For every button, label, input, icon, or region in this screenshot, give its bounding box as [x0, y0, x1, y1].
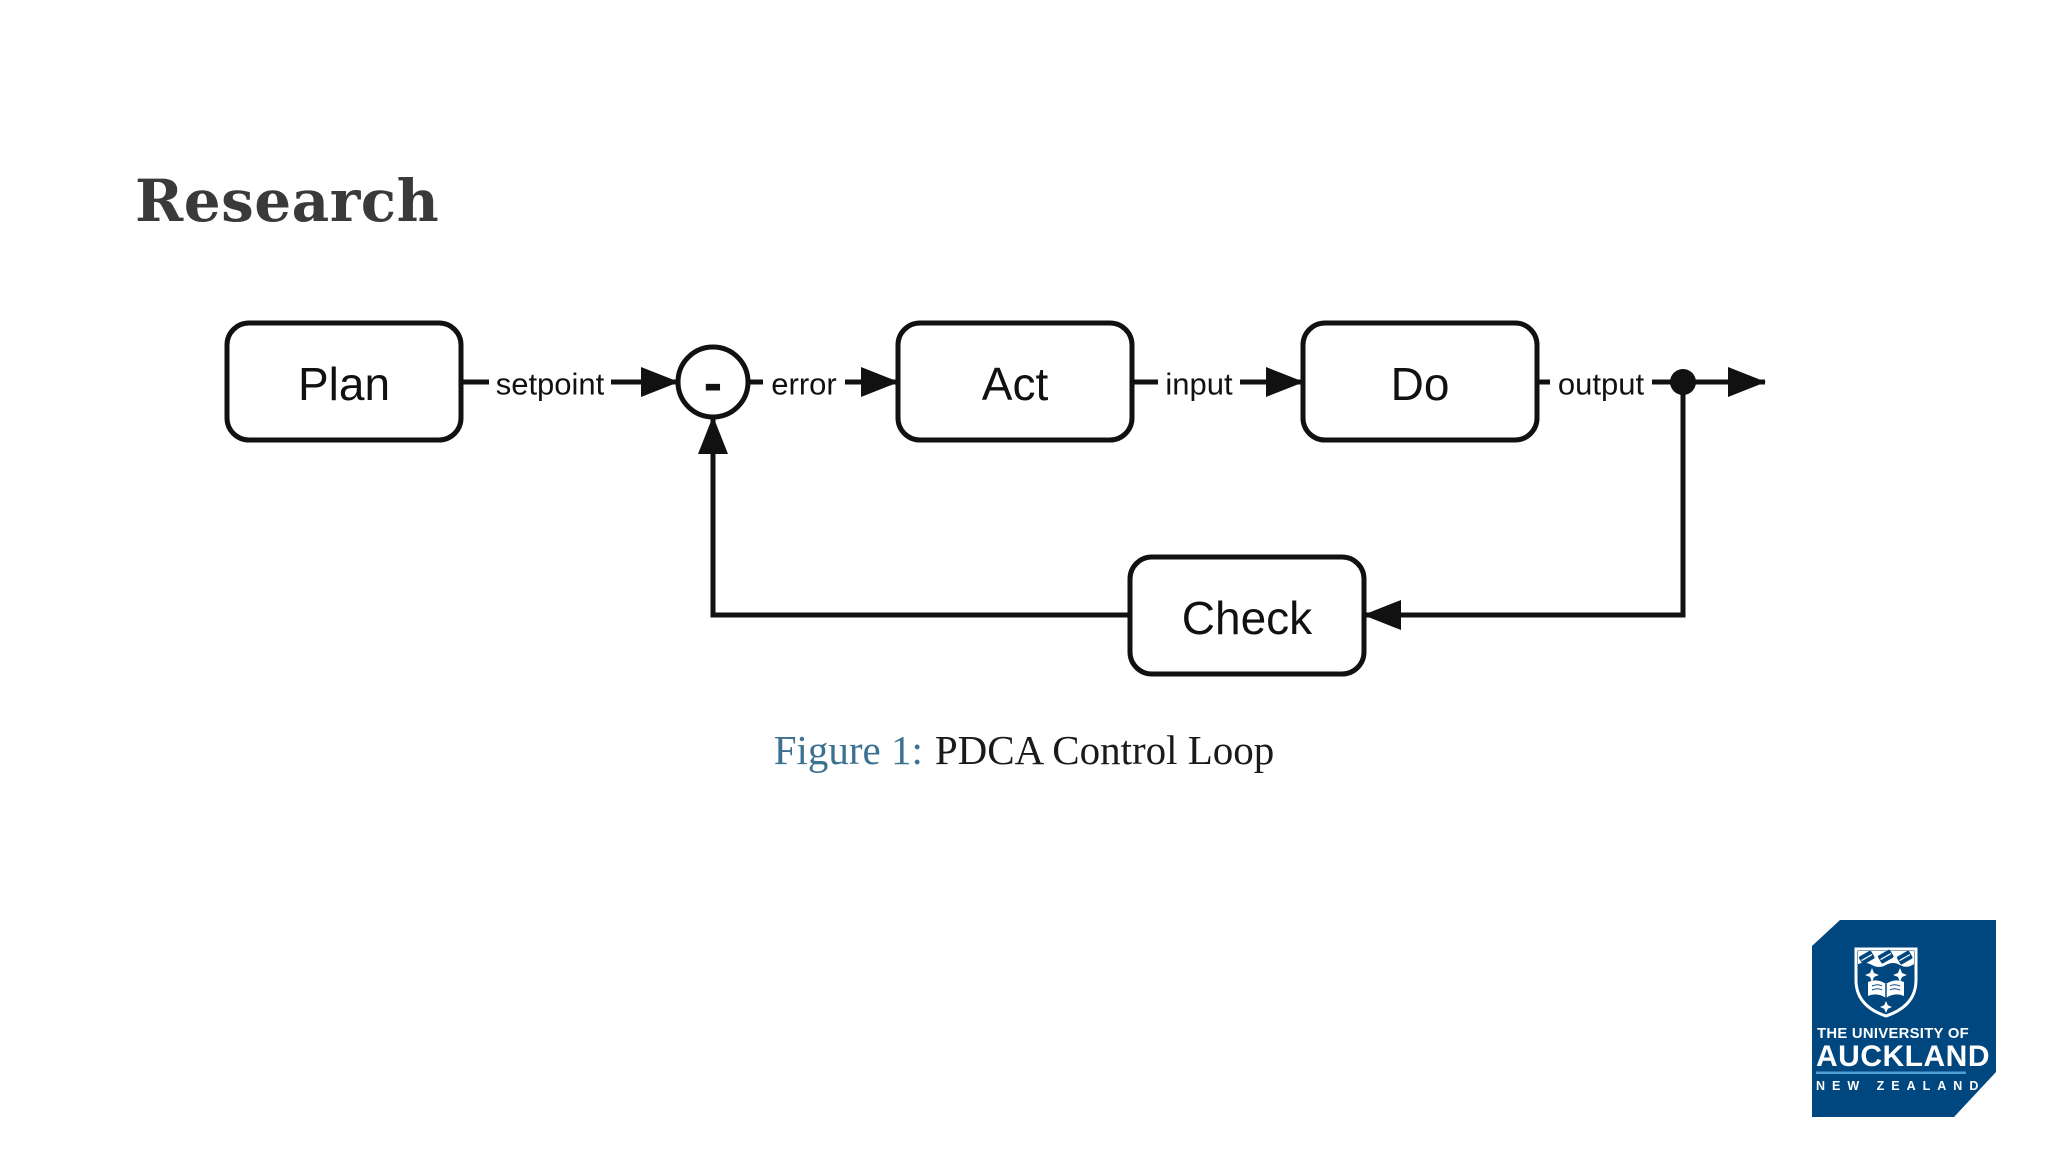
- arrow-check-to-sum: [698, 416, 1130, 618]
- logo-crest-icon: [1854, 947, 1918, 1018]
- plan-box-label: Plan: [298, 358, 390, 410]
- logo-line1: THE UNIVERSITY OF: [1817, 1026, 1969, 1042]
- output-branch-dot: [1670, 369, 1696, 395]
- input-label-bg: [1158, 362, 1240, 402]
- sum-junction: [675, 344, 751, 420]
- error-label-bg: [763, 362, 845, 402]
- logo-divider: [1816, 1071, 1966, 1074]
- output-label-bg: [1550, 362, 1652, 402]
- error-label: error: [771, 367, 836, 402]
- setpoint-label: setpoint: [496, 367, 605, 402]
- logo-line2: AUCKLAND: [1816, 1040, 1990, 1073]
- caption-text: PDCA Control Loop: [934, 727, 1275, 773]
- do-box-label: Do: [1391, 358, 1450, 410]
- do-box: [1300, 320, 1540, 443]
- page-title: Research: [135, 167, 440, 235]
- university-of-auckland-logo: THE UNIVERSITY OF AUCKLAND NEW ZEALAND: [1812, 920, 1996, 1117]
- check-box: [1127, 554, 1367, 677]
- caption-figure-number: Figure 1:: [773, 727, 923, 773]
- input-label: input: [1165, 367, 1233, 402]
- output-label: output: [1558, 367, 1645, 402]
- logo-line3: NEW ZEALAND: [1816, 1079, 1985, 1093]
- figure-caption: Figure 1:PDCA Control Loop: [0, 726, 2048, 774]
- arrow-output-to-check: [1363, 382, 1686, 630]
- plan-box: [224, 320, 464, 443]
- setpoint-label-bg: [489, 362, 611, 402]
- act-box-label: Act: [982, 358, 1049, 410]
- check-box-label: Check: [1182, 592, 1313, 644]
- act-box: [895, 320, 1135, 443]
- sum-junction-minus-label: -: [704, 351, 723, 414]
